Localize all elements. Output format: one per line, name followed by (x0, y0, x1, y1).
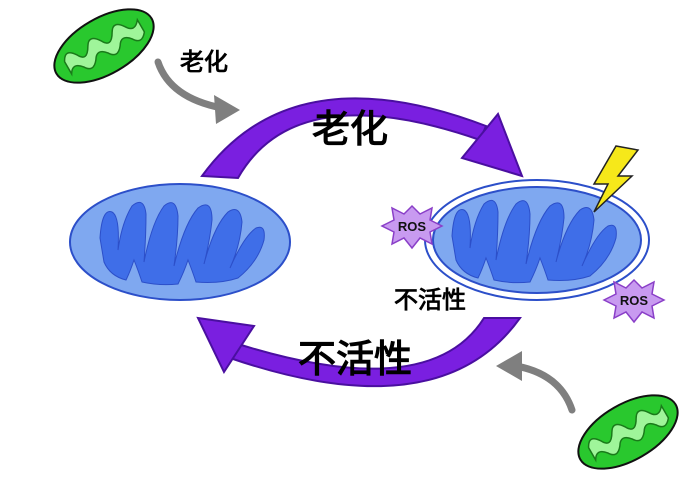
aging-label-big: 老化 (312, 107, 388, 151)
mitochondrion-right (424, 179, 650, 301)
inactivation-arrow (196, 316, 522, 388)
lightning-bolt-icon (592, 145, 640, 213)
green-mitochondrion-top (53, 8, 155, 84)
ros-label-2: ROS (620, 293, 649, 308)
aging-arrow (200, 97, 524, 180)
inactive-label-big: 不活性 (298, 337, 412, 381)
gray-arrow-top (154, 58, 240, 124)
aging-label-small: 老化 (180, 48, 228, 76)
gray-arrow-bottom (496, 351, 576, 414)
mitochondrion-left (69, 183, 291, 301)
inactive-label-small: 不活性 (394, 286, 466, 314)
green-mitochondrion-bottom (577, 394, 679, 470)
ros-burst-icon-1: ROS (380, 204, 444, 250)
ros-burst-icon-2: ROS (602, 278, 666, 324)
ros-label-1: ROS (398, 219, 427, 234)
